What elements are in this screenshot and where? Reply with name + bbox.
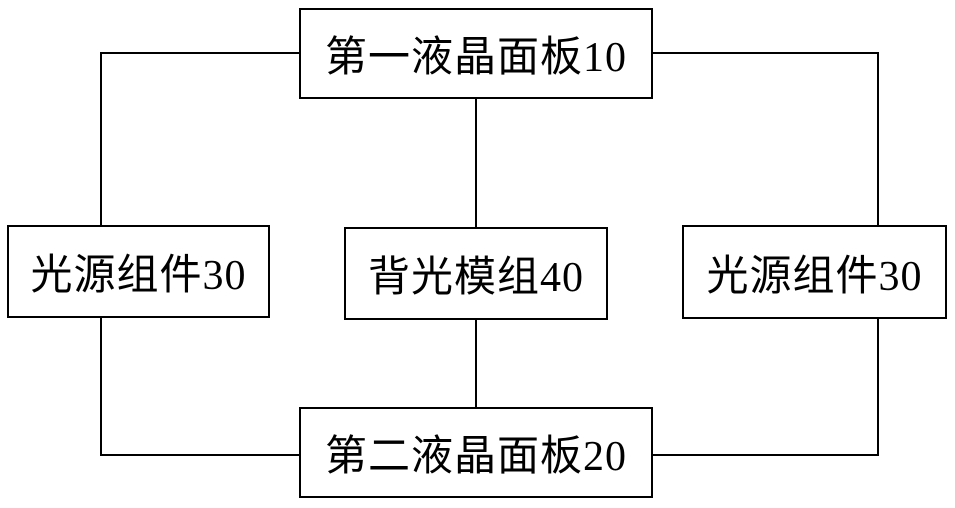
node-light-source-right: 光源组件30 (682, 225, 947, 319)
connector-top-to-left-vertical (100, 52, 102, 226)
connector-left-to-bottom-vertical (100, 317, 102, 456)
connector-top-to-center-vertical (475, 98, 477, 228)
connector-right-to-bottom-vertical (877, 318, 879, 456)
connector-right-to-bottom-horizontal (652, 454, 879, 456)
node-light-source-left-label: 光源组件30 (30, 253, 247, 299)
connector-top-to-right-vertical (877, 52, 879, 226)
connector-top-to-right-horizontal (652, 52, 879, 54)
connector-top-to-left-horizontal (100, 52, 300, 54)
connector-left-to-bottom-horizontal (100, 454, 300, 456)
node-backlight-module: 背光模组40 (344, 227, 608, 320)
connector-center-to-bottom-vertical (475, 319, 477, 408)
node-first-lcd-panel-label: 第一液晶面板10 (324, 35, 627, 81)
node-light-source-left: 光源组件30 (7, 225, 270, 318)
node-first-lcd-panel: 第一液晶面板10 (299, 8, 653, 99)
node-backlight-module-label: 背光模组40 (367, 255, 584, 301)
node-light-source-right-label: 光源组件30 (706, 253, 923, 300)
node-second-lcd-panel: 第二液晶面板20 (299, 407, 653, 498)
node-second-lcd-panel-label: 第二液晶面板20 (324, 434, 627, 480)
